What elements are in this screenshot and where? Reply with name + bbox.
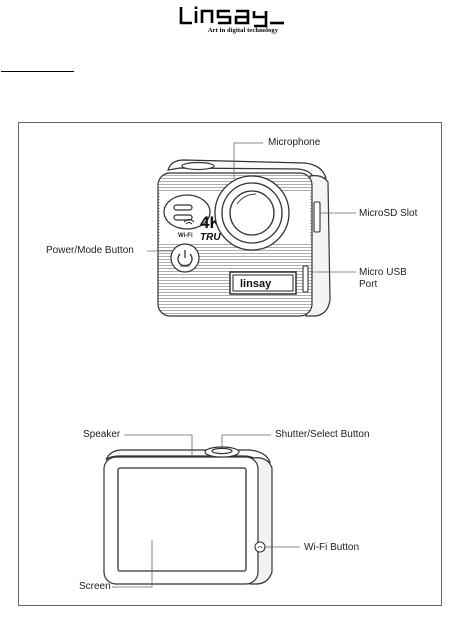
badge-tru: TRU <box>200 232 221 243</box>
shutter-select-button[interactable] <box>205 447 239 457</box>
label-microsd-slot: MicroSD Slot <box>359 208 417 220</box>
label-micro-usb-line2: Port <box>359 279 377 291</box>
brand-plate-text: linsay <box>240 278 272 290</box>
microsd-slot[interactable] <box>314 202 320 232</box>
label-microphone: Microphone <box>268 137 320 149</box>
wifi-button[interactable] <box>255 542 265 552</box>
label-screen: Screen <box>79 581 111 593</box>
leader-shutter <box>222 435 271 447</box>
label-micro-usb-line1: Micro USB <box>359 267 407 279</box>
label-power-mode-button: Power/Mode Button <box>46 245 134 257</box>
label-speaker: Speaker <box>83 429 120 441</box>
camera-rear <box>104 450 272 584</box>
brand-plate: linsay <box>230 272 296 294</box>
camera-lens <box>215 176 289 250</box>
wifi-text: Wi-Fi <box>178 233 193 239</box>
micro-usb-port[interactable] <box>303 266 308 292</box>
power-button-caption: MODE <box>180 264 191 268</box>
label-wifi-button: Wi-Fi Button <box>304 542 359 554</box>
label-shutter-select-button: Shutter/Select Button <box>275 429 370 441</box>
